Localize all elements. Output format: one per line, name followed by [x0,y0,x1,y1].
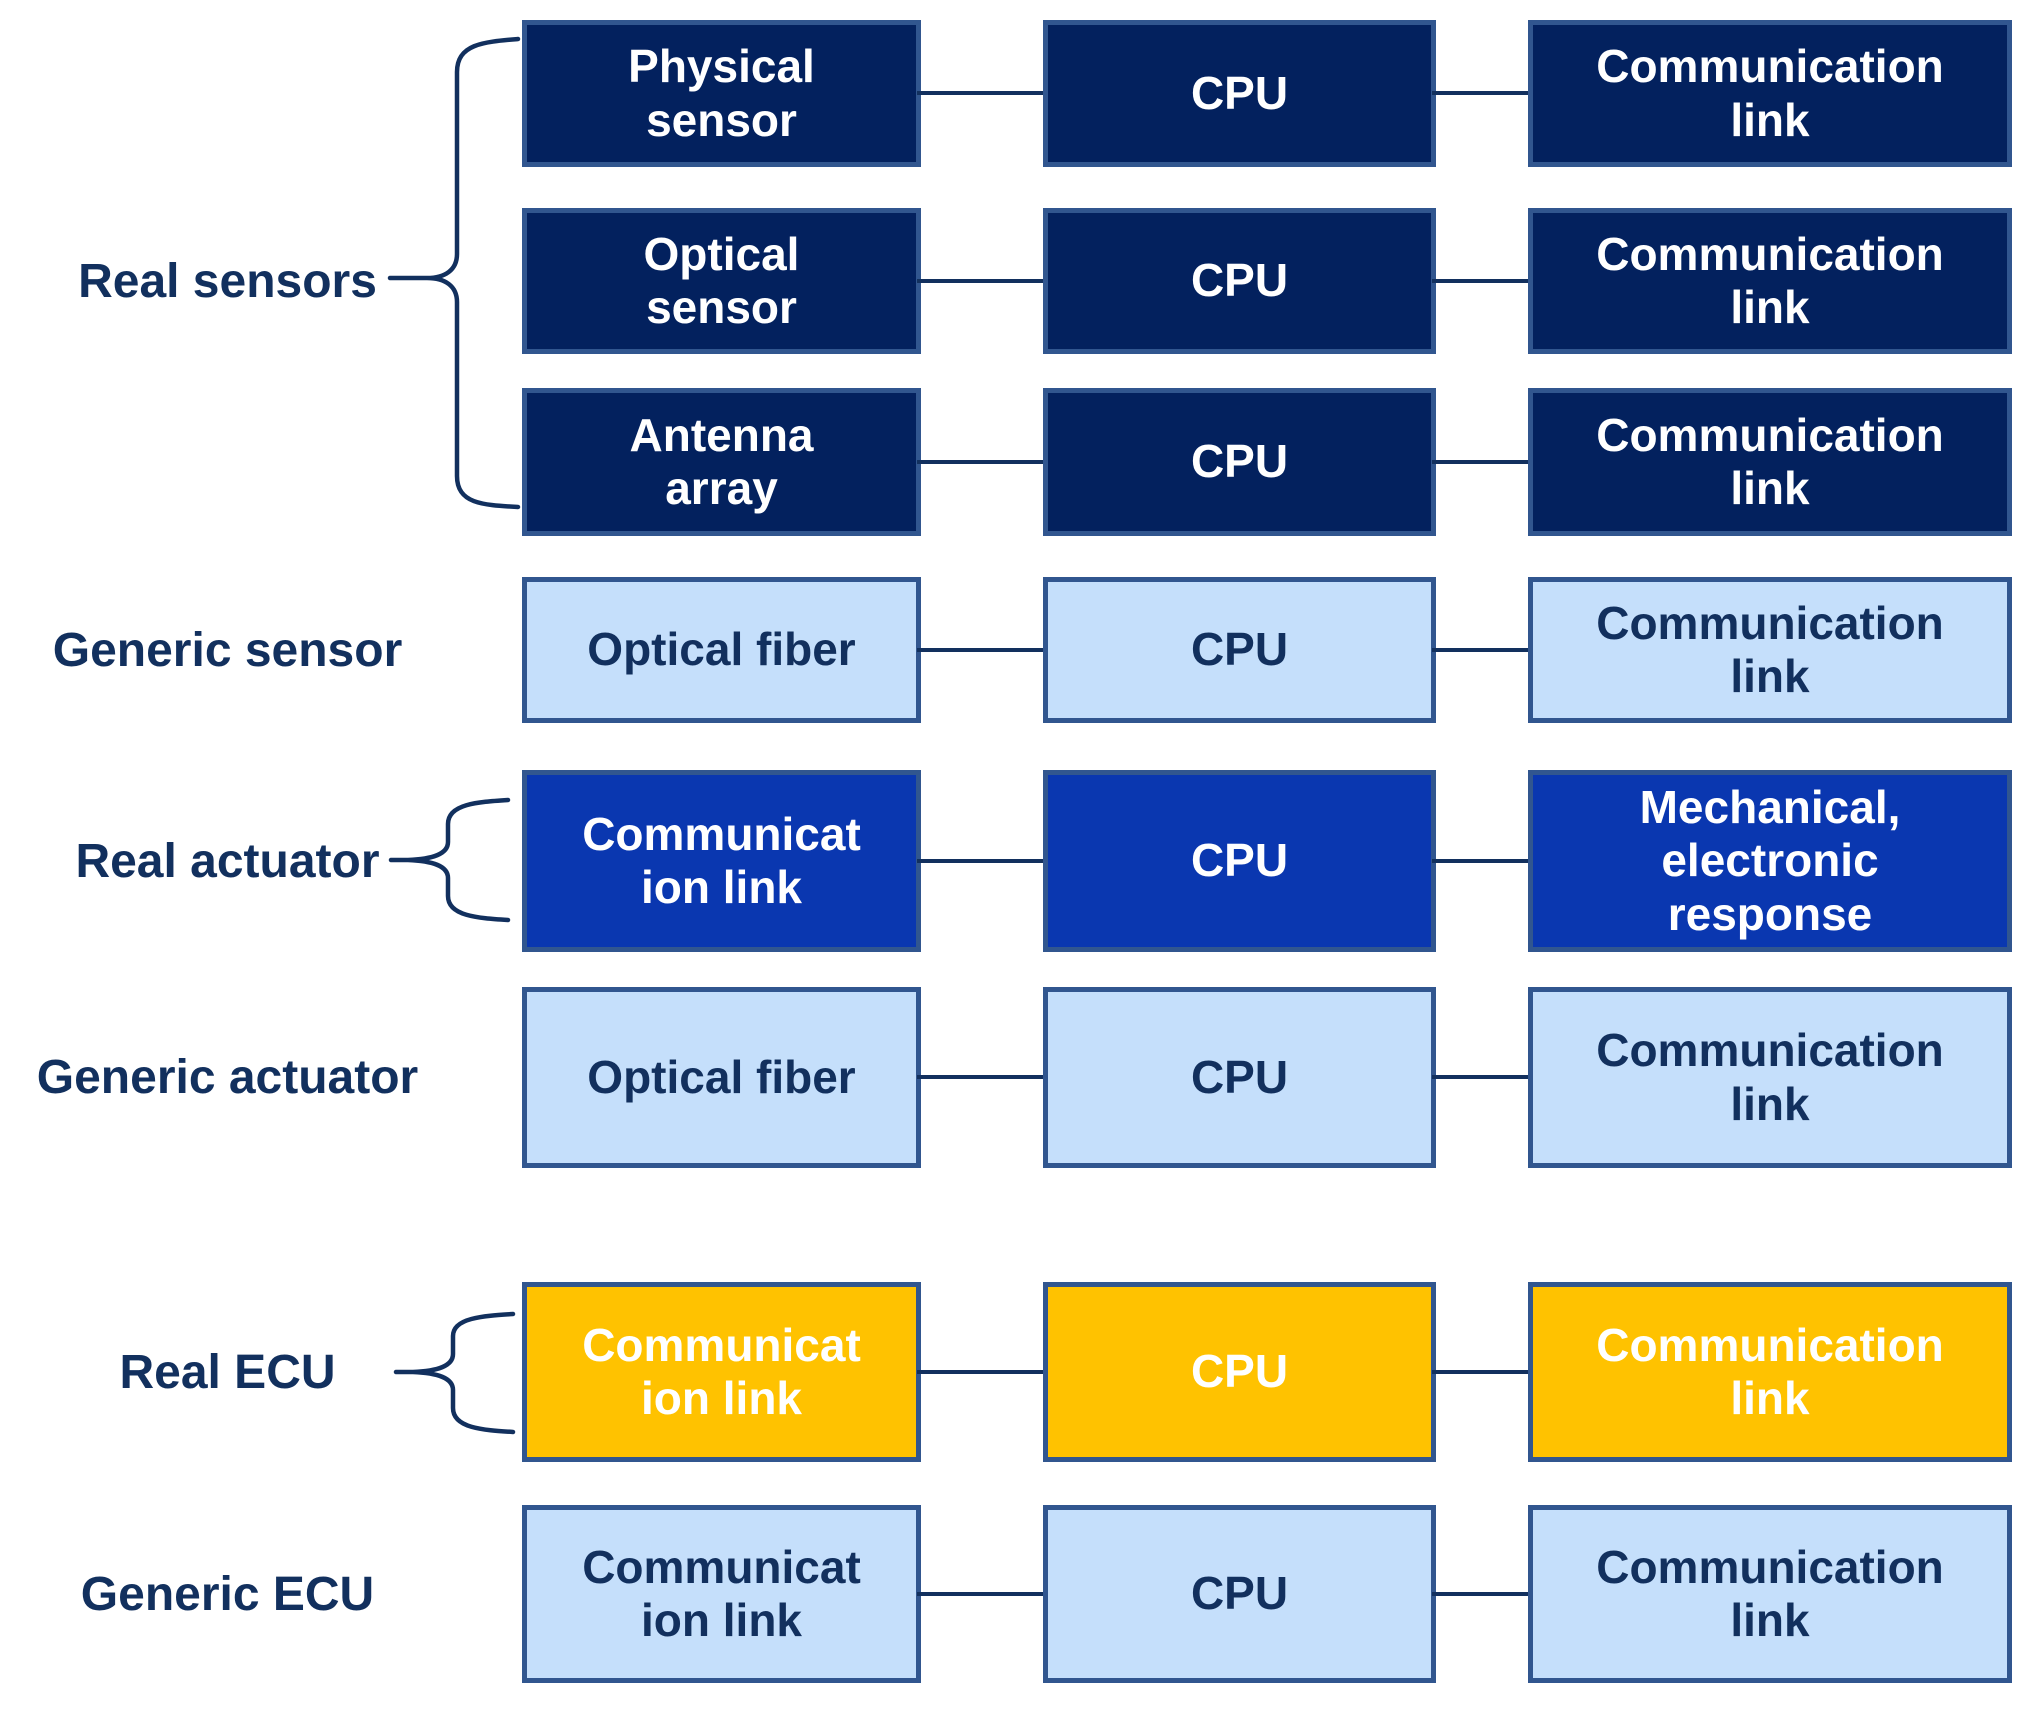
connector-line [917,1370,1047,1374]
connector-line [917,859,1047,863]
connector-line [1432,1592,1532,1596]
box-communication-link-row2: Communication link [1528,208,2012,354]
label-generic-sensor: Generic sensor [52,623,403,677]
connector-line [917,648,1047,652]
box-communication-link-row6: Communication link [1528,987,2012,1168]
box-optical-sensor: Optical sensor [522,208,921,354]
box-optical-fiber-actuator: Optical fiber [522,987,921,1168]
box-communication-link-row3: Communication link [1528,388,2012,536]
box-communication-link-generic-ecu-in: Communicat ion link [522,1505,921,1683]
box-physical-sensor: Physical sensor [522,20,921,167]
curly-brace-real-ecu [393,1311,516,1435]
connector-line [917,91,1047,95]
label-generic-actuator: Generic actuator [36,1050,419,1104]
box-cpu-row4: CPU [1043,577,1436,723]
connector-line [1432,859,1532,863]
box-communication-link-row8: Communication link [1528,1505,2012,1683]
connector-line [917,1592,1047,1596]
box-cpu-row5: CPU [1043,770,1436,952]
label-real-actuator: Real actuator [75,834,380,888]
connector-line [917,279,1047,283]
connector-line [1432,460,1532,464]
box-optical-fiber-sensor: Optical fiber [522,577,921,723]
box-cpu-row3: CPU [1043,388,1436,536]
box-communication-link-row1: Communication link [1528,20,2012,167]
box-cpu-row7: CPU [1043,1282,1436,1462]
connector-line [1432,1075,1532,1079]
connector-line [1432,648,1532,652]
connector-line [1432,1370,1532,1374]
box-cpu-row1: CPU [1043,20,1436,167]
connector-line [917,460,1047,464]
box-cpu-row2: CPU [1043,208,1436,354]
label-generic-ecu: Generic ECU [80,1567,375,1621]
box-communication-link-actuator: Communicat ion link [522,770,921,952]
box-cpu-row6: CPU [1043,987,1436,1168]
box-cpu-row8: CPU [1043,1505,1436,1683]
box-communication-link-row4: Communication link [1528,577,2012,723]
curly-brace-real-actuator [388,797,511,923]
box-communication-link-ecu-in: Communicat ion link [522,1282,921,1462]
box-mechanical-electronic-response: Mechanical, electronic response [1528,770,2012,952]
connector-line [917,1075,1047,1079]
connector-line [1432,91,1532,95]
label-real-sensors: Real sensors [78,254,377,308]
connector-line [1432,279,1532,283]
box-communication-link-ecu-out: Communication link [1528,1282,2012,1462]
label-real-ecu: Real ECU [119,1345,336,1399]
box-antenna-array: Antenna array [522,388,921,536]
curly-brace-real-sensors [387,36,521,510]
